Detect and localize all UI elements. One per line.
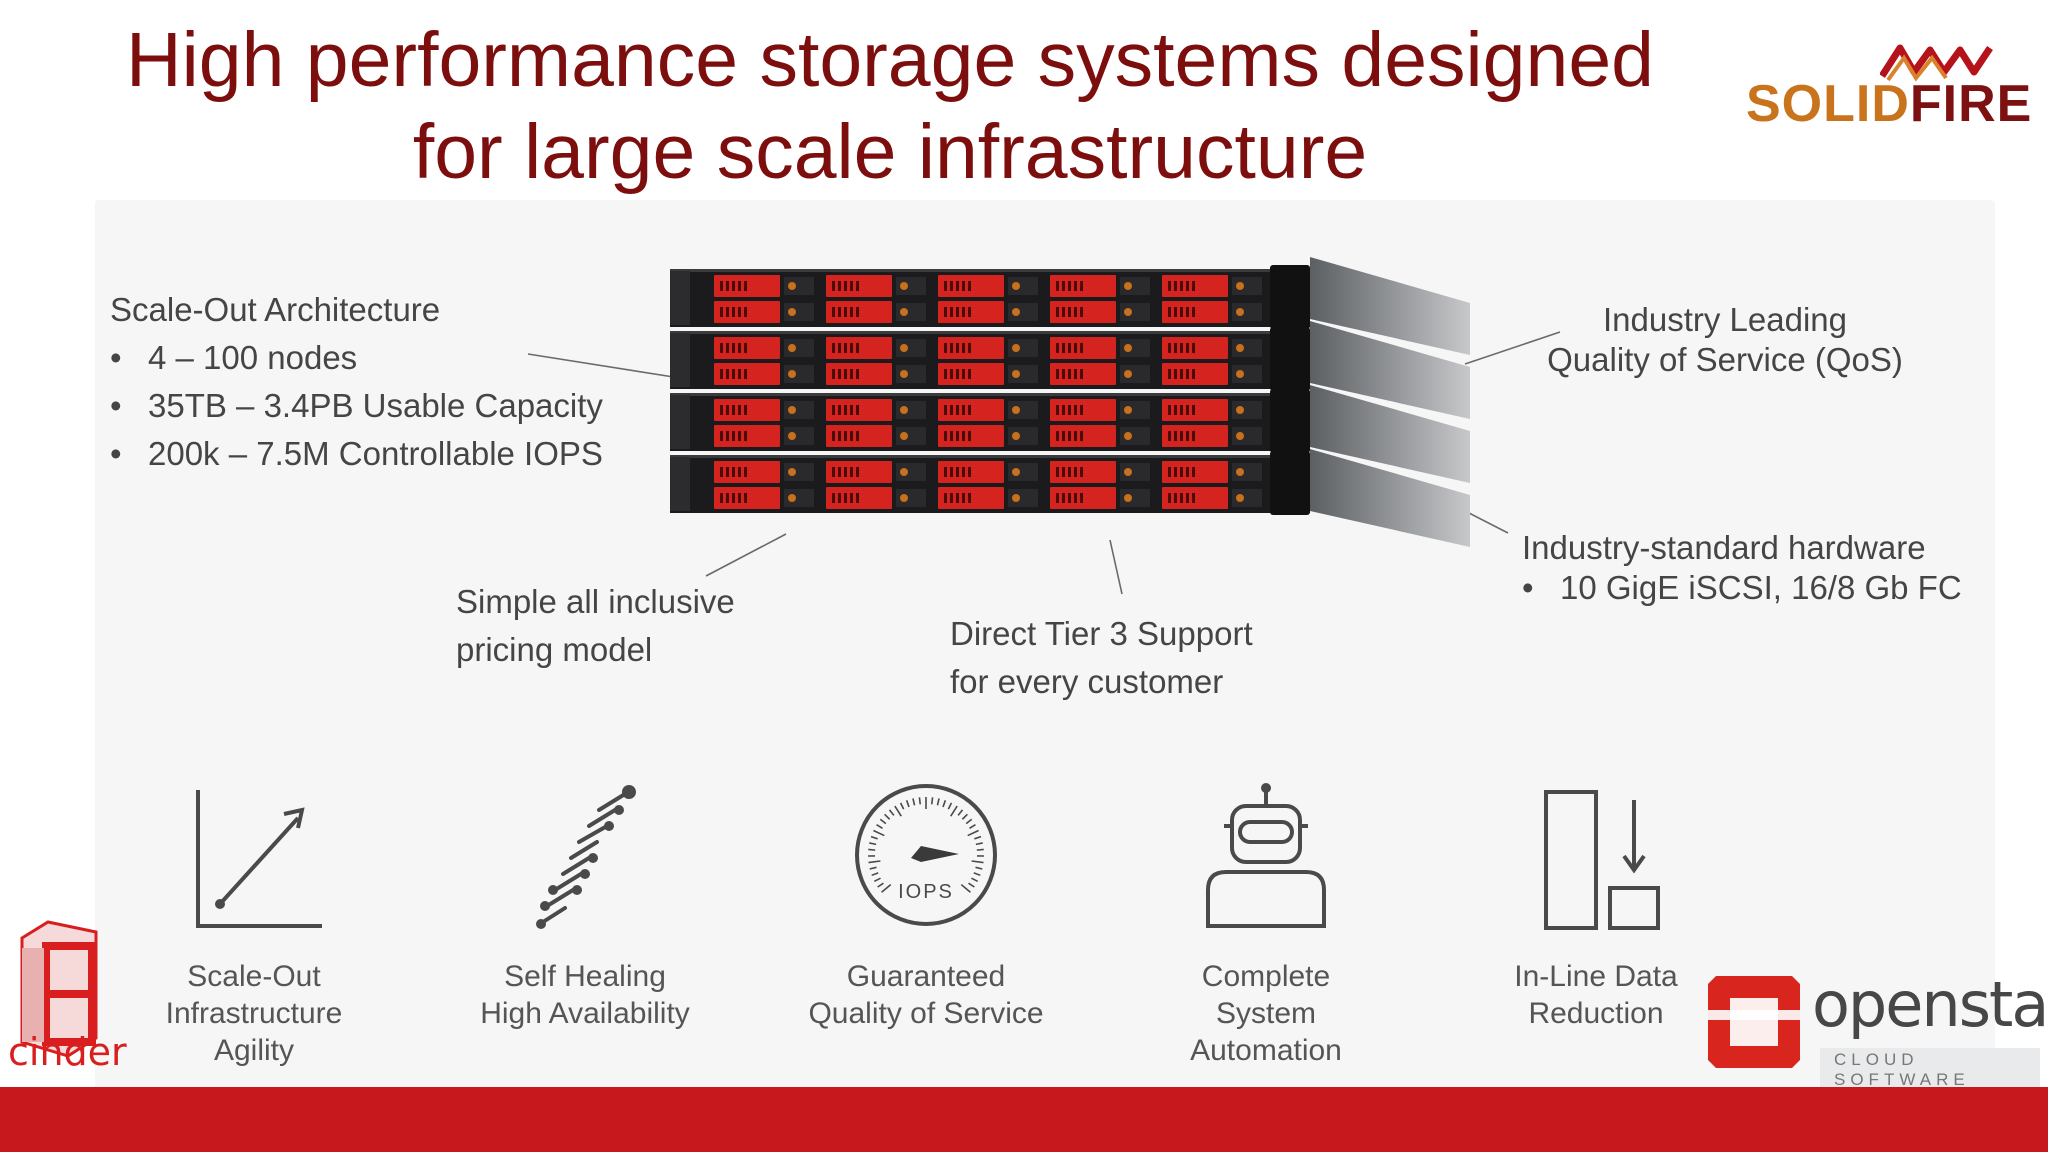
callout-line: pricing model: [456, 631, 653, 668]
feature-label-line: Quality of Service: [808, 997, 1044, 1030]
callout-pricing: Simple all inclusive pricing model: [456, 578, 735, 674]
feature-automation: Complete System Automation: [1136, 780, 1396, 1069]
solidfire-logo-text-fire: FIRE: [1909, 75, 2033, 133]
feature-scale-out: Scale-Out Infrastructure Agility: [124, 780, 384, 1069]
feature-label: Guaranteed Quality of Service: [776, 958, 1076, 1032]
dna-helix-icon: [536, 785, 636, 929]
callout-hardware: Industry-standard hardware 10 GigE iSCSI…: [1522, 528, 1962, 608]
feature-label-line: Scale-Out: [187, 960, 321, 993]
title-line-2: for large scale infrastructure: [412, 109, 1368, 195]
feature-label-line: Agility: [213, 1034, 295, 1067]
openstack-cube-icon: [1708, 976, 1800, 1068]
callout-support: Direct Tier 3 Support for every customer: [950, 610, 1253, 706]
callout-line: Simple all inclusive: [456, 583, 735, 620]
feature-label: Self Healing High Availability: [455, 958, 715, 1032]
callout-scale-out: Scale-Out Architecture 4 – 100 nodes 35T…: [110, 286, 603, 478]
callout-line: for every customer: [950, 663, 1224, 700]
feature-self-healing: Self Healing High Availability: [455, 780, 715, 1032]
cinder-logo-text: cinder: [8, 1030, 127, 1074]
solidfire-wave-icon: [1880, 44, 1993, 82]
callout-line: Direct Tier 3 Support: [950, 615, 1253, 652]
callout-bullet: 200k – 7.5M Controllable IOPS: [110, 430, 603, 478]
feature-label-line: Self Healing: [504, 960, 666, 993]
robot-icon: [1206, 783, 1326, 928]
slide-title: High performance storage systems designe…: [40, 14, 1740, 198]
openstack-logo-text: openstack: [1812, 968, 2048, 1041]
callout-heading: Industry-standard hardware: [1522, 529, 1926, 566]
solidfire-logo-text-solid: SOLID: [1746, 75, 1910, 133]
cinder-logo-icon: [20, 920, 98, 1058]
feature-label: Complete System Automation: [1136, 958, 1396, 1069]
callout-bullets: 10 GigE iSCSI, 16/8 Gb FC: [1522, 568, 1962, 608]
feature-label: In-Line Data Reduction: [1466, 958, 1726, 1032]
callout-bullet: 35TB – 3.4PB Usable Capacity: [110, 382, 603, 430]
gauge-icon: IOPS: [855, 784, 997, 926]
callout-bullets: 4 – 100 nodes 35TB – 3.4PB Usable Capaci…: [110, 334, 603, 478]
chart-arrow-icon: [196, 790, 322, 928]
callout-line: Industry Leading: [1602, 301, 1847, 338]
feature-qos: IOPS Guaranteed Quality of Service: [796, 780, 1056, 1032]
feature-label: Scale-Out Infrastructure Agility: [124, 958, 384, 1069]
callout-heading: Scale-Out Architecture: [110, 291, 441, 328]
gauge-iops-text: IOPS: [898, 881, 954, 903]
feature-label-line: Guaranteed: [846, 960, 1006, 993]
callout-line: Quality of Service (QoS): [1547, 341, 1903, 378]
callout-qos: Industry Leading Quality of Service (QoS…: [1535, 300, 1915, 380]
feature-data-reduction: In-Line Data Reduction: [1466, 780, 1726, 1032]
feature-label-line: Automation: [1190, 1034, 1342, 1067]
openstack-logo: openstack CLOUD SOFTWARE: [1700, 968, 2048, 1092]
feature-label-line: High Availability: [480, 997, 690, 1030]
callout-bullet: 10 GigE iSCSI, 16/8 Gb FC: [1522, 568, 1962, 608]
openstack-logo-subtitle: CLOUD SOFTWARE: [1820, 1048, 2040, 1092]
feature-label-line: System: [1215, 997, 1317, 1030]
feature-label-line: In-Line Data: [1514, 960, 1678, 993]
data-reduction-icon: [1544, 790, 1660, 930]
title-line-1: High performance storage systems designe…: [126, 17, 1654, 103]
feature-label-line: Complete: [1201, 960, 1331, 993]
storage-server-stack-image: [670, 257, 1470, 547]
solidfire-logo: SOLIDFIRE: [1740, 38, 2031, 133]
feature-label-line: Reduction: [1528, 997, 1664, 1030]
feature-label-line: Infrastructure: [165, 997, 343, 1030]
callout-bullet: 4 – 100 nodes: [110, 334, 603, 382]
footer-bar: [0, 1087, 2048, 1152]
